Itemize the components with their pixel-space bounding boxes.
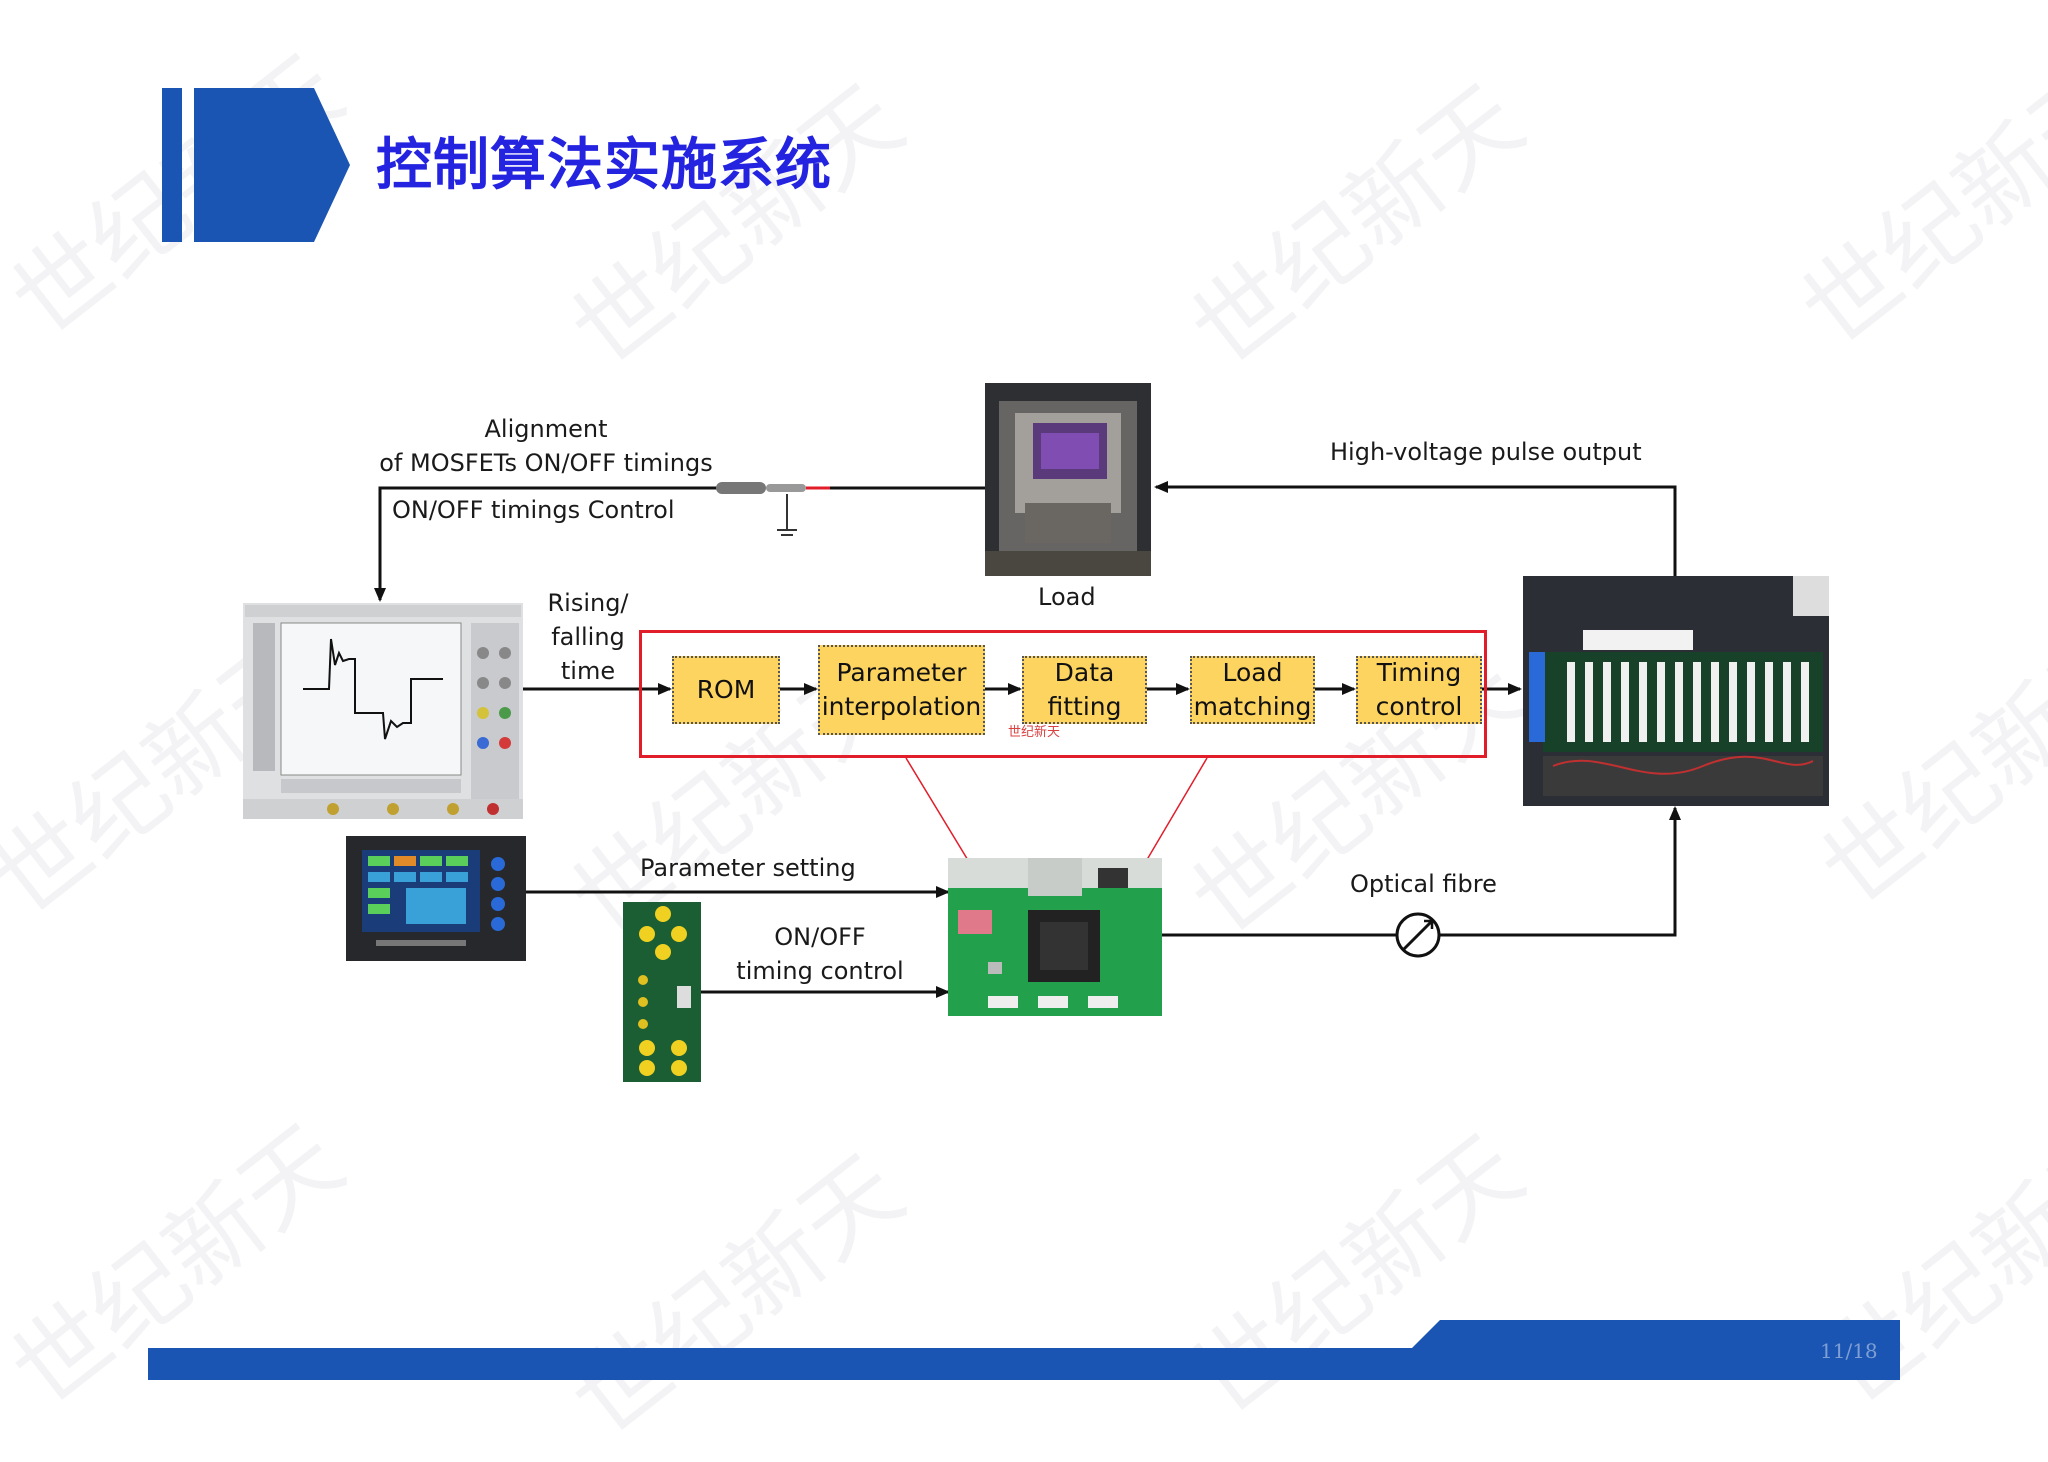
label-rising-falling-time: Rising/ falling time	[540, 586, 636, 688]
label-load: Load	[1038, 583, 1096, 611]
label-onoff-timing-control: ON/OFF timing control	[730, 920, 910, 988]
label-rising-line2: falling	[551, 623, 625, 651]
label-onoff-line2: timing control	[736, 957, 904, 985]
header-accent-bar	[162, 88, 182, 242]
label-optical-fibre: Optical fibre	[1350, 870, 1497, 898]
block-parameter-interpolation: Parameter interpolation	[818, 645, 985, 735]
block-label: Parameter	[836, 658, 967, 687]
block-label: Data	[1054, 658, 1115, 687]
block-data-fitting: Data fitting	[1022, 656, 1147, 724]
page-number: 11/18	[1820, 1339, 1878, 1363]
label-alignment-line1: Alignment	[484, 415, 608, 443]
label-rising-line3: time	[560, 657, 616, 685]
button-board-photo	[623, 902, 701, 1082]
load-photo	[985, 383, 1151, 576]
block-load-matching: Load matching	[1190, 656, 1315, 724]
algorithm-frame	[639, 630, 1487, 758]
block-rom-label: ROM	[696, 675, 756, 704]
pulse-generator-photo	[1523, 576, 1829, 806]
block-label: fitting	[1047, 692, 1122, 721]
block-label: Timing	[1376, 658, 1462, 687]
block-label: control	[1375, 692, 1463, 721]
oscilloscope-photo	[243, 603, 523, 819]
block-label: interpolation	[821, 692, 982, 721]
header-arrow-shape	[194, 88, 350, 242]
label-alignment: Alignment of MOSFETs ON/OFF timings	[378, 412, 714, 480]
label-hv-pulse-output: High-voltage pulse output	[1330, 438, 1642, 466]
label-onoff-line1: ON/OFF	[774, 923, 866, 951]
label-alignment-line2: of MOSFETs ON/OFF timings	[379, 449, 713, 477]
probe-icon	[716, 482, 830, 536]
touch-panel-photo	[346, 836, 526, 961]
block-label: Load	[1222, 658, 1283, 687]
footer-tab	[1410, 1320, 1900, 1350]
label-onoff-timings-control: ON/OFF timings Control	[392, 496, 675, 524]
controller-board-photo	[948, 858, 1162, 1016]
footer-bar	[148, 1348, 1900, 1380]
tiny-watermark-label: 世纪新天	[1008, 725, 1061, 740]
label-parameter-setting: Parameter setting	[640, 854, 856, 882]
block-label: matching	[1193, 692, 1312, 721]
block-rom: ROM	[672, 656, 780, 724]
label-rising-line1: Rising/	[547, 589, 629, 617]
page-title: 控制算法实施系统	[376, 133, 832, 198]
block-timing-control: Timing control	[1356, 656, 1482, 724]
